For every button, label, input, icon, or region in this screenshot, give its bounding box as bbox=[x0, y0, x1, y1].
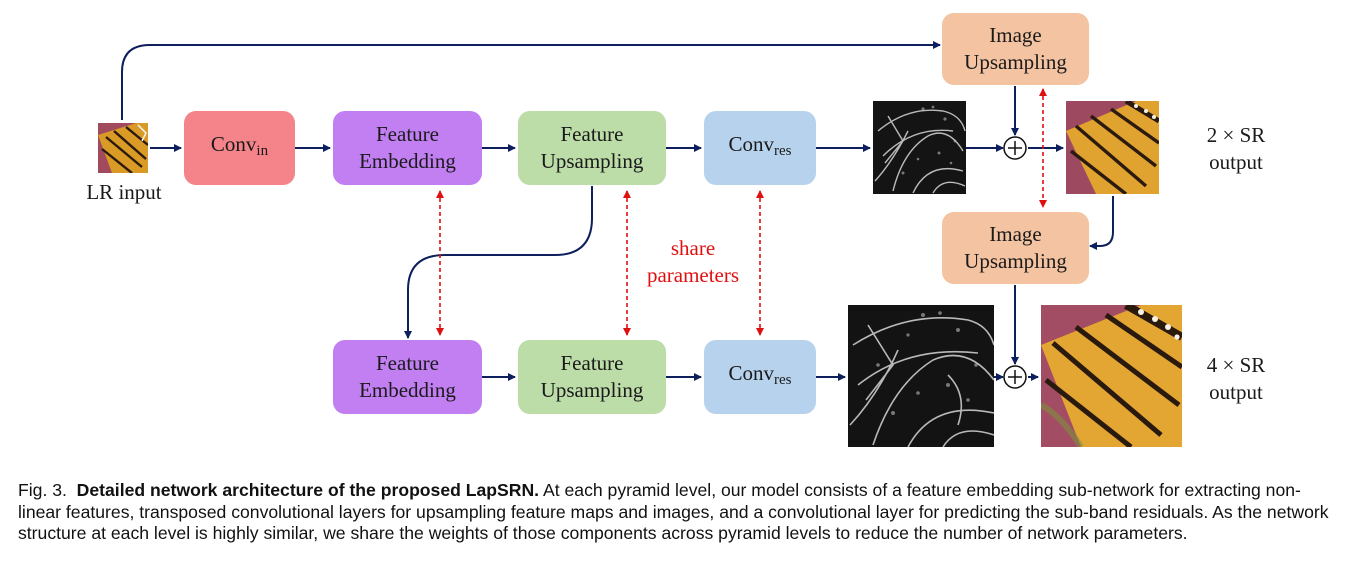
convres1-base: Conv bbox=[728, 132, 774, 156]
embed1-line2: Embedding bbox=[359, 149, 456, 173]
share-line2: parameters bbox=[646, 263, 740, 287]
up2-line1: Feature bbox=[560, 351, 624, 375]
lr-input-label: LR input bbox=[86, 180, 162, 204]
convres1-sub: res bbox=[774, 143, 792, 159]
embed2-line1: Feature bbox=[376, 351, 439, 375]
caption-title: Detailed network architecture of the pro… bbox=[76, 480, 540, 500]
output-4x-line2: output bbox=[1209, 380, 1263, 404]
up2-line2: Upsampling bbox=[540, 378, 644, 402]
convres1-label: Convres bbox=[728, 131, 791, 165]
sr-output-4x-image bbox=[1041, 305, 1182, 447]
feature-embedding-block-1: Feature Embedding bbox=[333, 111, 482, 185]
up1-line2: Upsampling bbox=[540, 149, 644, 173]
output-4x-label: 4 × SR output bbox=[1186, 352, 1286, 406]
network-diagram: LR input Convin Feature Embedding Featur… bbox=[86, 13, 1286, 447]
sr-output-2x-image bbox=[1066, 101, 1159, 194]
share-line1: share bbox=[670, 236, 716, 260]
arrow-out1-to-imgup2 bbox=[1089, 196, 1114, 250]
share-parameters-label: share parameters bbox=[636, 235, 750, 289]
conv-in-label: Convin bbox=[211, 131, 268, 165]
conv-in-base: Conv bbox=[210, 132, 257, 156]
image-upsampling-block-1: Image Upsampling bbox=[942, 13, 1089, 85]
feature-upsampling-block-2: Feature Upsampling bbox=[518, 340, 666, 414]
output-2x-label: 2 × SR output bbox=[1186, 122, 1286, 176]
feature-embedding-block-2: Feature Embedding bbox=[333, 340, 482, 414]
arrow-up1-to-embed2 bbox=[404, 186, 593, 339]
feature-upsampling-block-1: Feature Upsampling bbox=[518, 111, 666, 185]
conv-res-block-2: Convres bbox=[704, 340, 816, 414]
embed2-line2: Embedding bbox=[359, 378, 456, 402]
lr-input-image bbox=[98, 123, 148, 173]
image-upsampling-block-2: Image Upsampling bbox=[942, 212, 1089, 284]
imgup2-line2: Upsampling bbox=[964, 249, 1067, 273]
caption-body: At each pyramid level, our model consist… bbox=[18, 480, 1329, 543]
convres2-label: Convres bbox=[728, 360, 791, 394]
convres2-base: Conv bbox=[728, 361, 774, 385]
output-4x-line1: 4 × SR bbox=[1206, 353, 1266, 377]
output-2x-line2: output bbox=[1209, 150, 1263, 174]
figure-caption: Fig. 3. Detailed network architecture of… bbox=[18, 480, 1338, 545]
imgup2-line1: Image bbox=[989, 222, 1042, 246]
conv-in-block: Convin bbox=[184, 111, 295, 185]
embed1-line1: Feature bbox=[376, 122, 439, 146]
conv-res-block-1: Convres bbox=[704, 111, 816, 185]
conv-in-sub: in bbox=[256, 143, 269, 159]
output-2x-line1: 2 × SR bbox=[1206, 123, 1266, 147]
convres2-sub: res bbox=[774, 372, 792, 388]
imgup1-line1: Image bbox=[989, 23, 1042, 47]
connector-layer bbox=[121, 41, 1114, 389]
skip-arrow bbox=[121, 41, 941, 120]
up1-line1: Feature bbox=[560, 122, 624, 146]
residual-image-2 bbox=[848, 305, 994, 447]
imgup1-line2: Upsampling bbox=[964, 50, 1067, 74]
caption-prefix: Fig. 3. bbox=[18, 480, 67, 500]
residual-image-1 bbox=[873, 101, 966, 194]
